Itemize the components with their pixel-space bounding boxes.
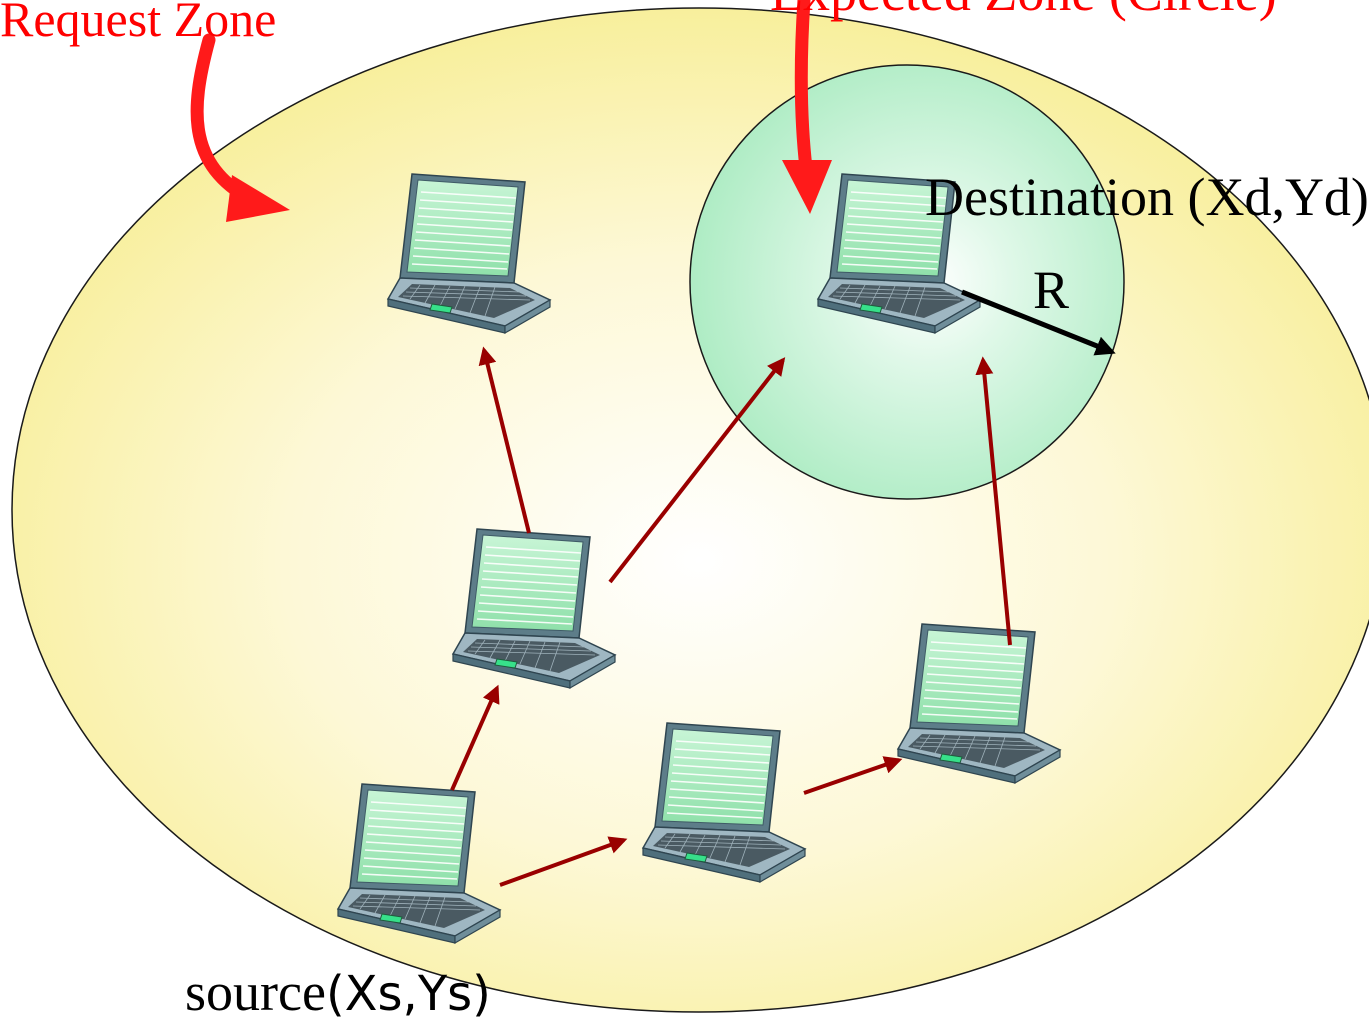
request-zone-label: Request Zone [0, 0, 276, 47]
edge-middle-topleft [478, 346, 531, 534]
route-arrows [450, 346, 1012, 887]
radius-label: R [1033, 260, 1069, 320]
request-zone-callout-arrow [190, 33, 290, 222]
edge-middle-destination [608, 357, 786, 584]
edge-bottom-right [803, 756, 903, 795]
source-label: source(Xs,Ys) [185, 962, 491, 1018]
radius-arrow [961, 289, 1116, 356]
destination-label: Destination (Xd,Yd) [925, 167, 1369, 227]
edge-source-bottom [499, 836, 628, 887]
edge-right-destination [975, 356, 1012, 646]
source-word: source [185, 962, 326, 1018]
expected-zone-label: Expected Zone (Circle) [770, 0, 1277, 22]
source-coordinates: (Xs,Ys) [326, 966, 491, 1018]
expected-zone-callout-arrow [782, 0, 832, 214]
edge-source-middle [450, 684, 500, 791]
